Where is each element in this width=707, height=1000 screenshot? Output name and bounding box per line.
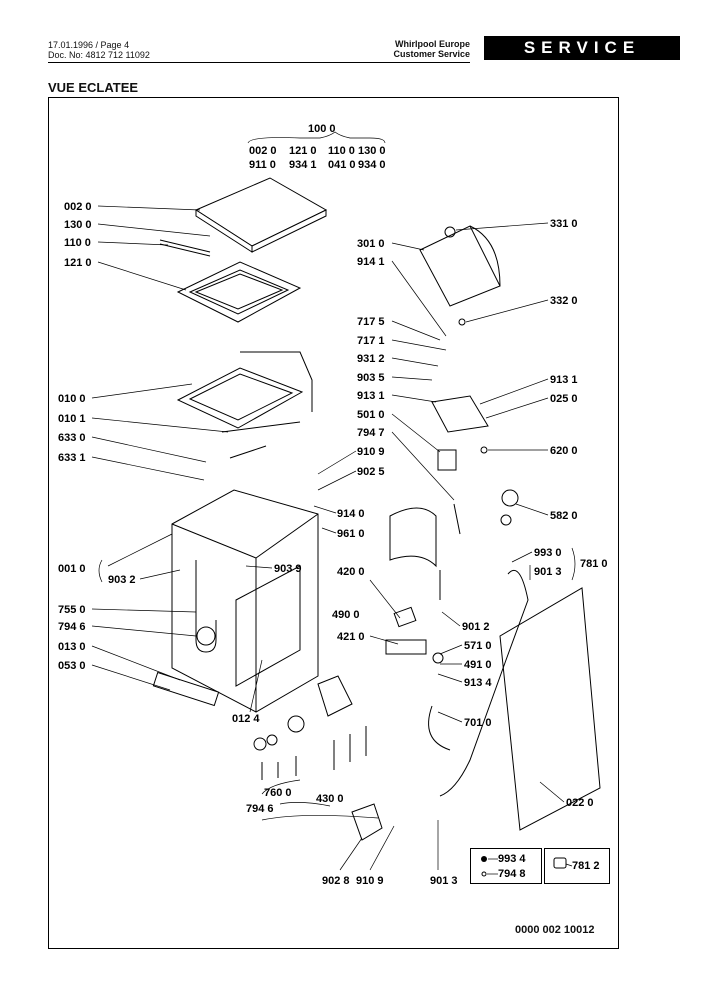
label-9028: 902 8 xyxy=(322,875,350,887)
label-9140: 914 0 xyxy=(337,508,365,520)
hose-icon xyxy=(428,503,529,797)
group-row2-3: 041 0 xyxy=(328,159,356,171)
group-row1-2: 121 0 xyxy=(289,145,317,157)
label-7947: 794 7 xyxy=(357,427,385,439)
label-5820: 582 0 xyxy=(550,510,578,522)
control-board-icon xyxy=(431,395,519,526)
label-4300: 430 0 xyxy=(316,793,344,805)
group-row2-4: 934 0 xyxy=(358,159,386,171)
legend-box-b-contents: 781 2 xyxy=(553,857,600,872)
cabinet-body-icon xyxy=(152,489,319,713)
label-9930: 993 0 xyxy=(534,547,562,559)
drawing-frame xyxy=(48,97,619,949)
label-7946-b: 794 6 xyxy=(246,803,274,815)
label-9012: 901 2 xyxy=(462,621,490,633)
legend-box-a-contents: 993 4 794 8 xyxy=(481,853,526,880)
label-left-0530: 053 0 xyxy=(58,660,86,672)
label-0124: 012 4 xyxy=(232,713,260,725)
label-left-1100: 110 0 xyxy=(64,237,91,249)
service-badge: SERVICE xyxy=(484,36,680,60)
label-3310: 331 0 xyxy=(550,218,578,230)
label-6200: 620 0 xyxy=(550,445,578,457)
labels-center: 301 0 914 1 717 5 717 1 931 2 903 5 913 … xyxy=(232,238,492,887)
control-panel-cover-icon xyxy=(419,225,501,326)
group-row2-1: 911 0 xyxy=(249,159,276,171)
header-date-page: 17.01.1996 / Page 4 xyxy=(48,40,130,50)
label-9141: 914 1 xyxy=(357,256,385,268)
group-row1-3: 110 0 xyxy=(328,145,355,157)
labels-left: 002 0 130 0 110 0 121 0 010 0 010 1 633 … xyxy=(58,201,229,691)
label-3320: 332 0 xyxy=(550,295,578,307)
label-5010: 501 0 xyxy=(357,409,385,421)
label-left-0101: 010 1 xyxy=(58,413,86,425)
header-company-block: Whirlpool Europe Customer Service xyxy=(375,39,470,59)
label-4900: 490 0 xyxy=(332,609,360,621)
page-title: VUE ECLATEE xyxy=(48,80,139,95)
drawer-frame-icon xyxy=(159,239,302,323)
label-left-0100: 010 0 xyxy=(58,393,86,405)
label-9610: 961 0 xyxy=(337,528,365,540)
label-9109-b: 910 9 xyxy=(356,875,384,887)
label-4210: 421 0 xyxy=(337,631,365,643)
door-panel-icon xyxy=(389,507,601,831)
group-main-label: 100 0 xyxy=(308,123,336,135)
label-7810: 781 0 xyxy=(580,558,608,570)
label-4910: 491 0 xyxy=(464,659,492,671)
shelf-panel-icon xyxy=(194,177,328,253)
header-department: Customer Service xyxy=(393,49,470,59)
label-9039: 903 9 xyxy=(274,563,302,575)
header-docinfo: 17.01.1996 / Page 4 Doc. No: 4812 712 11… xyxy=(48,40,150,60)
label-9025: 902 5 xyxy=(357,466,385,478)
label-left-9032: 903 2 xyxy=(108,574,136,586)
label-left-7550: 755 0 xyxy=(58,604,86,616)
legend-9934: 993 4 xyxy=(498,853,526,865)
label-7171: 717 1 xyxy=(357,335,385,347)
label-4200: 420 0 xyxy=(337,566,365,578)
fitting-icon xyxy=(553,857,567,869)
label-9131-c: 913 1 xyxy=(357,390,385,402)
label-left-6331: 633 1 xyxy=(58,452,86,464)
label-9131: 913 1 xyxy=(550,374,578,386)
legend-7948: 794 8 xyxy=(498,868,526,880)
label-7175: 717 5 xyxy=(357,316,385,328)
labels-right: 331 0 332 0 913 1 025 0 620 0 582 0 993 … xyxy=(455,218,608,809)
label-3010: 301 0 xyxy=(357,238,385,250)
tub-frame-icon xyxy=(176,351,313,459)
label-9013-b: 901 3 xyxy=(430,875,458,887)
label-left-0130: 013 0 xyxy=(58,641,86,653)
label-9109: 910 9 xyxy=(357,446,385,458)
group-row1-1: 002 0 xyxy=(249,145,277,157)
label-0250: 025 0 xyxy=(550,393,578,405)
label-left-0010: 001 0 xyxy=(58,563,86,575)
label-0220: 022 0 xyxy=(566,797,594,809)
group-brace xyxy=(247,131,386,144)
legend-box-b xyxy=(544,848,610,884)
label-7600: 760 0 xyxy=(264,787,292,799)
header-company: Whirlpool Europe xyxy=(395,39,470,49)
legend-7812: 781 2 xyxy=(572,860,600,872)
header-rule xyxy=(48,62,470,63)
legend-box-a xyxy=(470,848,542,884)
label-left-1210: 121 0 xyxy=(64,257,92,269)
label-left-6330: 633 0 xyxy=(58,432,86,444)
label-9312: 931 2 xyxy=(357,353,385,365)
group-row2-2: 934 1 xyxy=(289,159,317,171)
label-9134: 913 4 xyxy=(464,677,492,689)
label-left-7946: 794 6 xyxy=(58,621,86,633)
header-doc-no: Doc. No: 4812 712 11092 xyxy=(48,50,150,60)
label-7010: 701 0 xyxy=(464,717,492,729)
label-left-1300: 130 0 xyxy=(64,219,92,231)
footer-code: 0000 002 10012 xyxy=(515,924,595,936)
label-5710: 571 0 xyxy=(464,640,492,652)
label-9013: 901 3 xyxy=(534,566,562,578)
label-left-0020: 002 0 xyxy=(64,201,92,213)
group-row1-4: 130 0 xyxy=(358,145,386,157)
label-9035: 903 5 xyxy=(357,372,385,384)
